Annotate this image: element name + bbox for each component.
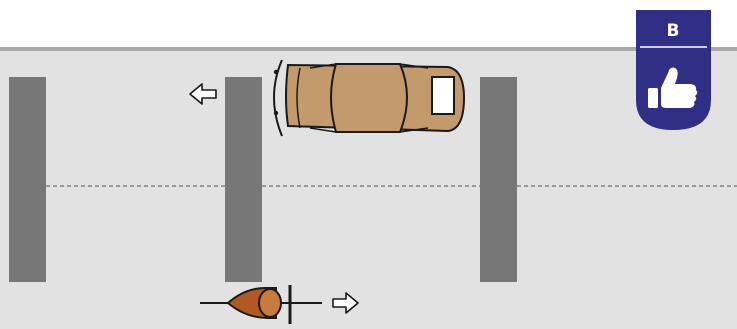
bicycle-icon	[200, 285, 322, 324]
badge-letter: B	[667, 21, 680, 41]
curb-line	[0, 47, 737, 51]
answer-badge: B	[636, 10, 711, 130]
thumbs-up-icon	[648, 67, 698, 108]
pillar-right	[480, 77, 517, 282]
car-icon	[273, 59, 466, 137]
pillar-left	[9, 77, 46, 282]
arrow-right-icon	[332, 292, 359, 314]
arrow-left-icon	[189, 83, 217, 105]
pillar-middle	[225, 77, 262, 282]
